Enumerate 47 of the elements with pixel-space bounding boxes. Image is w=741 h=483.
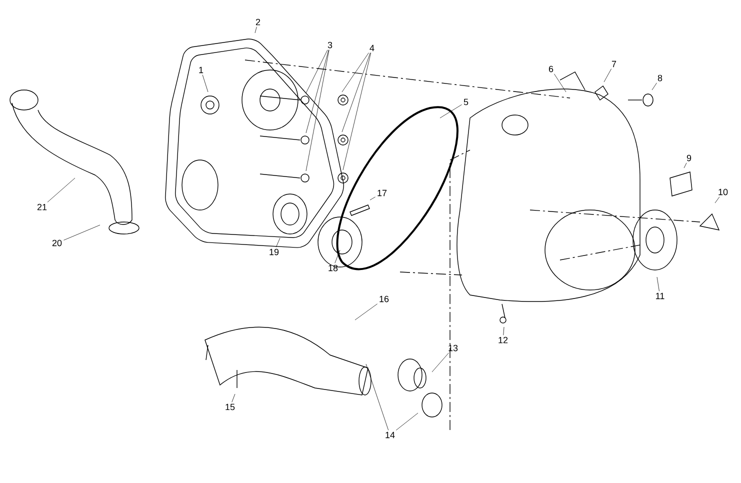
leader-line: [714, 196, 720, 204]
callout-number: 6: [548, 66, 554, 72]
callout-number: 18: [328, 264, 338, 272]
leader-line: [202, 74, 208, 92]
leader-line: [342, 52, 372, 170]
leader-line: [254, 26, 257, 34]
callout-number: 2: [256, 18, 260, 26]
leader-line: [334, 250, 340, 264]
callout-number: 4: [370, 44, 374, 52]
callout-number: 5: [464, 98, 468, 106]
callout-number: 7: [612, 60, 616, 68]
leader-line: [656, 276, 660, 292]
leader-line: [503, 326, 504, 336]
callout-number: 20: [52, 240, 62, 246]
leader-line: [232, 394, 236, 402]
leader-line: [276, 238, 280, 248]
callout-number: 21: [37, 204, 47, 210]
leader-line: [432, 352, 449, 372]
leader-line: [306, 50, 328, 94]
leader-line: [342, 52, 369, 92]
leader-line: [604, 68, 612, 82]
callout-number: 13: [448, 344, 458, 352]
callout-number: 11: [656, 292, 664, 300]
leader-line: [652, 82, 657, 90]
callout-number: 14: [386, 432, 395, 438]
callout-number: 19: [270, 248, 279, 256]
callout-number: 8: [658, 74, 662, 82]
leader-line: [440, 104, 462, 118]
leader-line: [366, 364, 389, 430]
leader-line: [64, 224, 100, 240]
leader-line: [370, 196, 376, 200]
callout-number: 16: [380, 296, 389, 302]
callout-number: 12: [498, 336, 508, 344]
callout-number: 1: [199, 66, 204, 74]
leader-line: [684, 162, 687, 168]
leader-line: [47, 178, 76, 202]
callout-number: 17: [378, 190, 387, 196]
leader-line: [306, 50, 329, 134]
callout-number: 9: [686, 154, 692, 162]
leader-line: [306, 50, 330, 172]
callout-number: 10: [718, 188, 728, 196]
leader-line: [354, 304, 378, 320]
leader-line: [396, 412, 418, 430]
leader-line: [342, 52, 370, 132]
leader-line: [554, 74, 566, 92]
callout-number: 15: [226, 404, 235, 410]
callout-number: 3: [328, 42, 332, 48]
